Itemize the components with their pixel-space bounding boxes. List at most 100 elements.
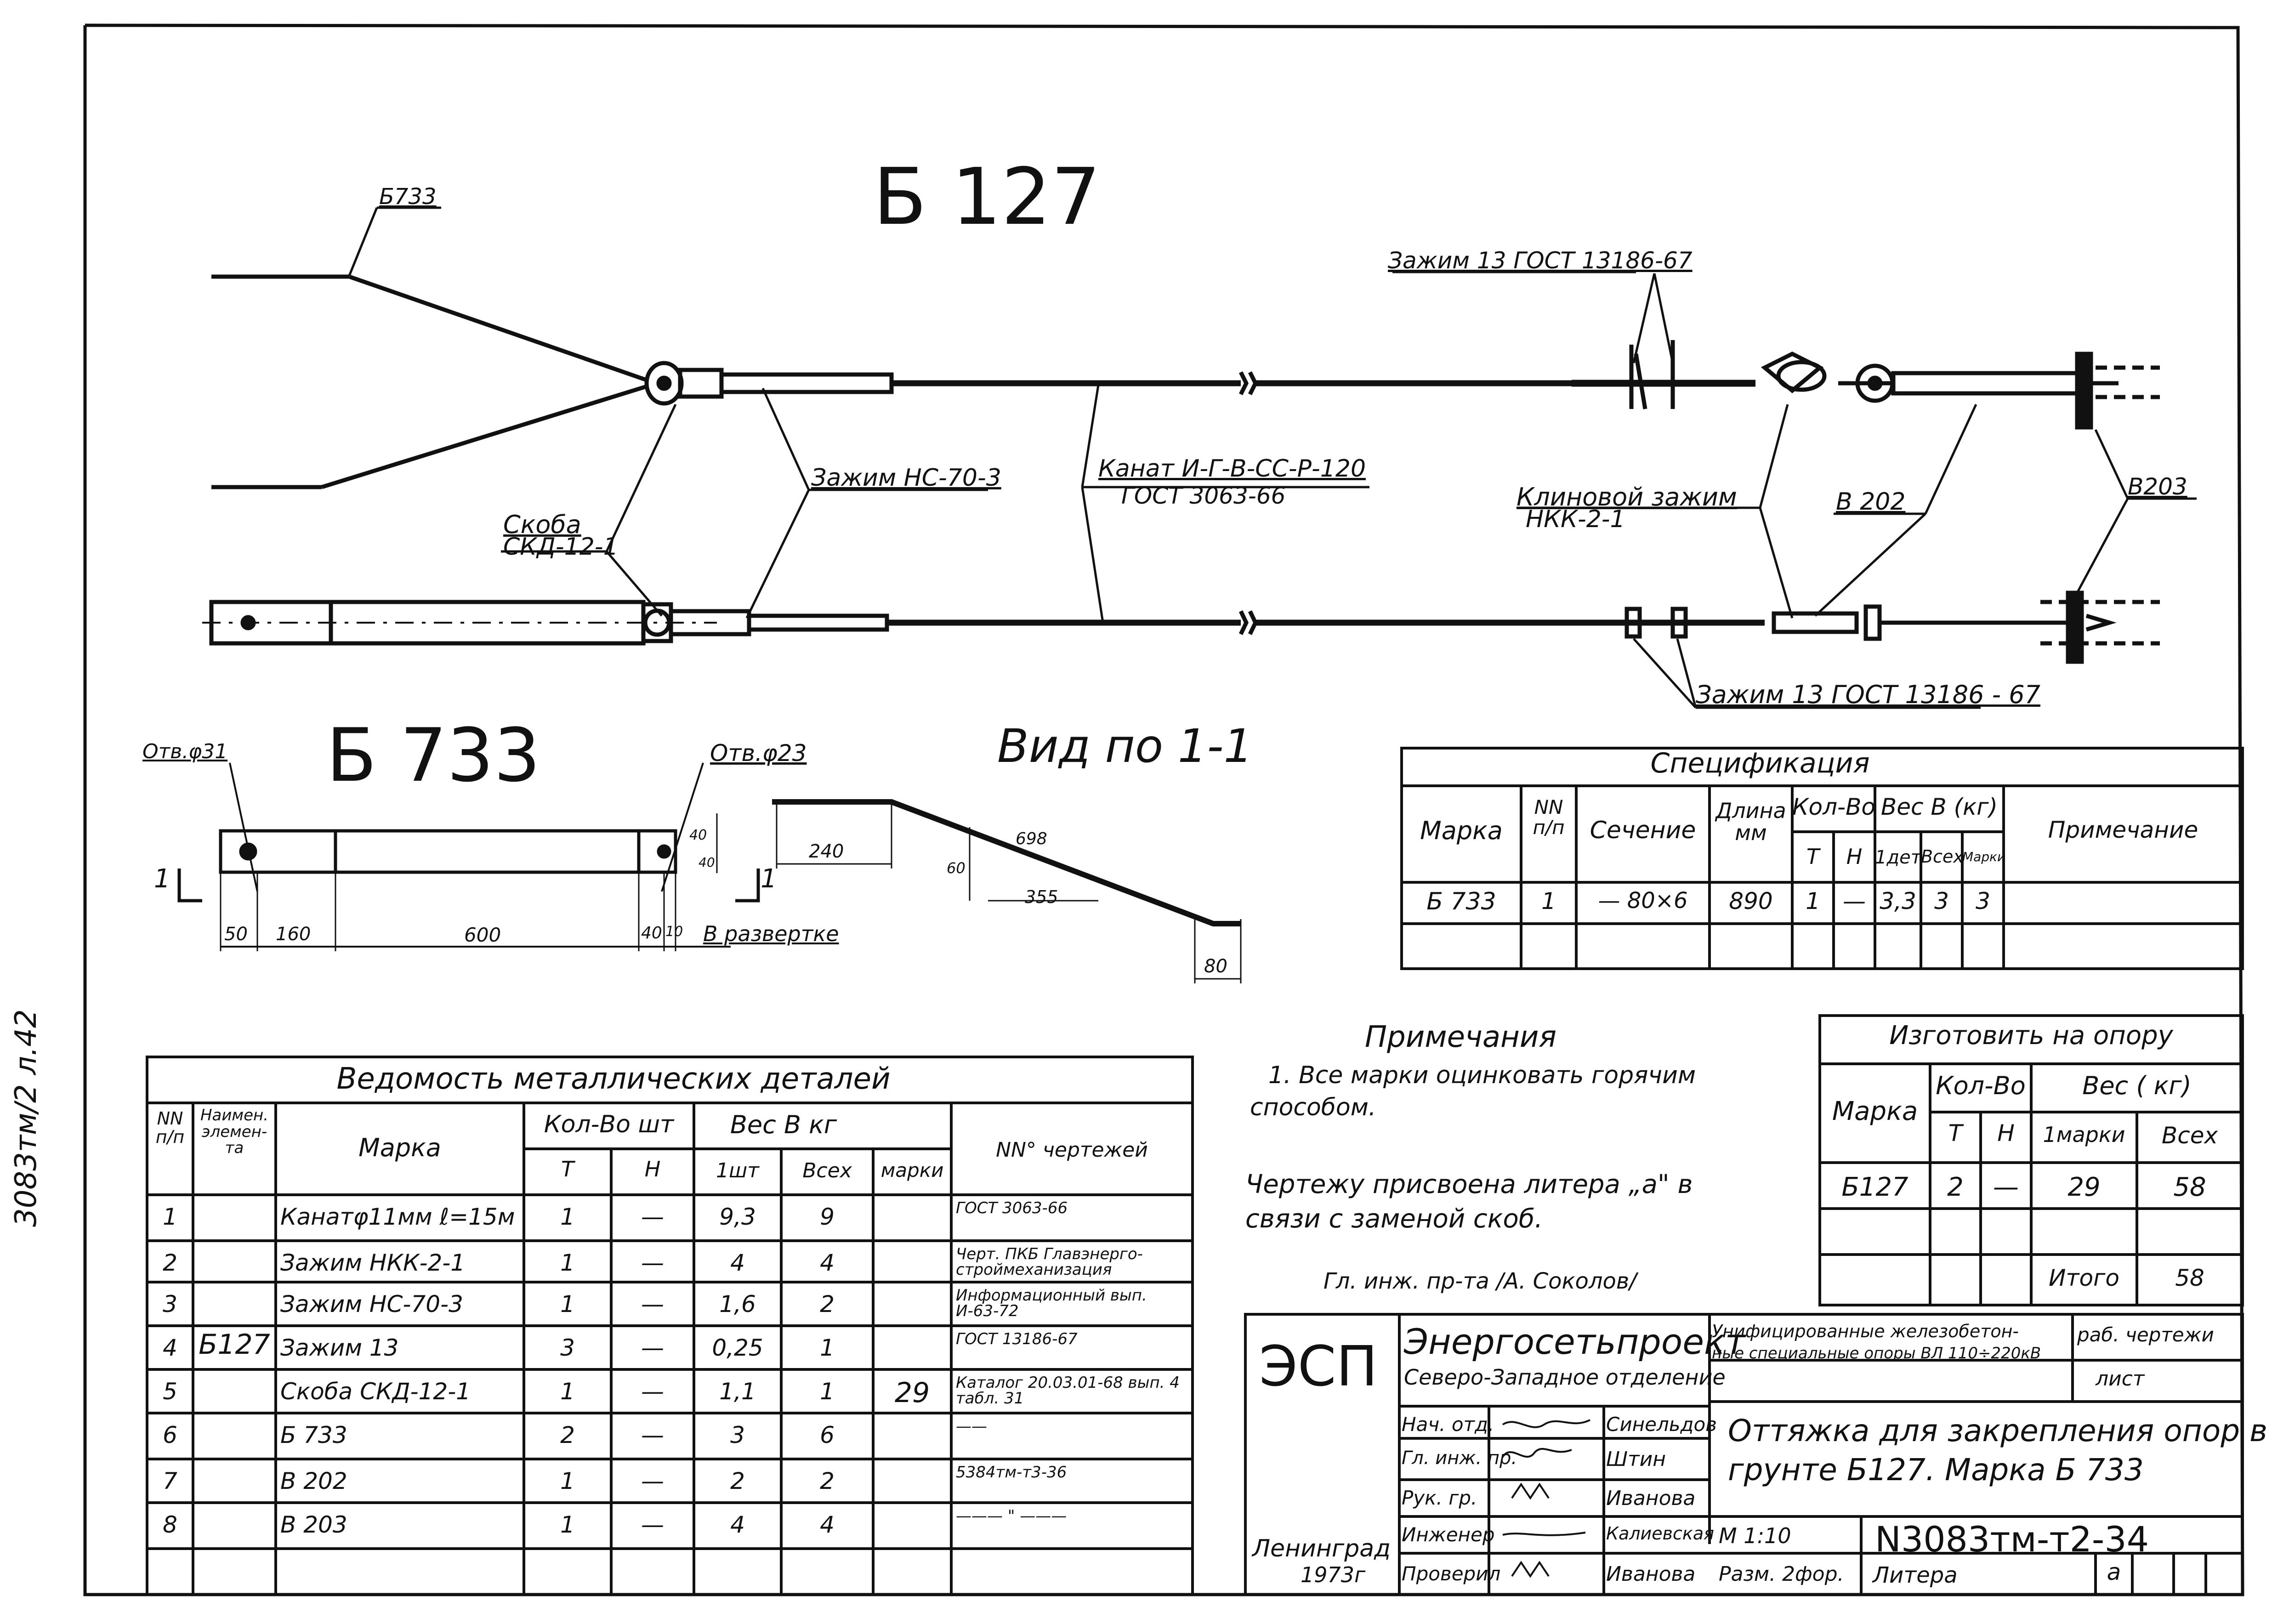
bom-cell-nn: 6 — [163, 1422, 177, 1448]
tb-signatures — [1502, 1419, 1590, 1578]
label-clamp-nc: Зажим НС-70-3 — [811, 464, 1001, 492]
bom-cell-drawing: ——— " ——— — [956, 1508, 1067, 1525]
make-total-value: 58 — [2175, 1265, 2204, 1291]
tb-org-branch: Северо-Западное отделение — [1404, 1365, 1726, 1390]
notes-line-2: способом. — [1250, 1094, 1376, 1121]
bom-cell-t: 1 — [560, 1468, 575, 1494]
spec-row-wall: 3 — [1934, 888, 1949, 914]
spec-h-marks: Марки — [1962, 849, 2006, 864]
bom-h-drawing: NN° чертежей — [996, 1138, 1148, 1162]
bom-h-1pc: 1шт — [716, 1159, 759, 1182]
spec-h-n: Н — [1846, 844, 1863, 869]
signature-mark-5 — [1511, 1561, 1550, 1578]
section-mark-right: 1 — [761, 864, 777, 894]
tb-title-1: Оттяжка для закрепления опор в — [1728, 1413, 2268, 1448]
title-view-1-1: Вид по 1-1 — [997, 719, 1253, 773]
notes-line-3: Чертежу присвоена литера „а" в — [1245, 1170, 1693, 1199]
bom-cell-n: — — [641, 1249, 664, 1276]
spec-row-nn: 1 — [1541, 888, 1556, 914]
bom-cell-drawing: —— — [956, 1419, 987, 1436]
bom-cell-w1: 3 — [730, 1422, 745, 1448]
bom-h-all: Всех — [802, 1159, 852, 1182]
bom-cell-t: 3 — [560, 1334, 575, 1361]
bom-cell-nn: 3 — [163, 1291, 177, 1317]
spec-h-note: Примечание — [2048, 817, 2198, 843]
assembly-side-view — [202, 591, 2160, 664]
bom-cell-w1: 0,25 — [712, 1334, 763, 1361]
bom-cell-mark: Зажим 13 — [280, 1334, 399, 1361]
make-h-t: Т — [1948, 1120, 1963, 1147]
bom-cell-mark: Зажим НС-70-3 — [280, 1291, 463, 1317]
spec-h-qty: Кол-Во — [1792, 794, 1875, 820]
signature-mark-2 — [1502, 1448, 1572, 1458]
dim-v40: 40 — [689, 827, 707, 843]
bom-cell-n: — — [641, 1511, 664, 1538]
bom-cell-t: 1 — [560, 1378, 575, 1405]
tb-drawing-no: N3083тм-т2-34 — [1875, 1519, 2149, 1560]
bom-h-nn: NN п/п — [155, 1108, 185, 1147]
dim-355: 355 — [1025, 887, 1058, 907]
bom-cell-t: 1 — [560, 1204, 575, 1230]
dim-v40b: 40 — [699, 855, 715, 870]
notes-title: Примечания — [1365, 1020, 1556, 1054]
bom-cell-nn: 7 — [163, 1468, 177, 1494]
bom-cell-wall: 9 — [820, 1204, 835, 1230]
label-bracket-1: Скоба — [503, 510, 581, 539]
bom-cell-w1: 2 — [730, 1468, 745, 1494]
tb-litera-value: а — [2107, 1559, 2121, 1585]
dim-80: 80 — [1204, 956, 1227, 977]
signature-mark-1 — [1502, 1419, 1590, 1428]
bom-title: Ведомость металлических деталей — [336, 1062, 891, 1096]
tb-size: Разм. 2фор. — [1719, 1562, 1844, 1586]
label-b202: В 202 — [1836, 488, 1906, 516]
bom-h-t: Т — [561, 1157, 574, 1181]
spec-h-t: Т — [1806, 844, 1820, 869]
bom-cell-mark: В 202 — [280, 1468, 347, 1494]
bom-cell-wall: 1 — [820, 1378, 835, 1405]
make-table-grid — [1818, 1014, 2244, 1306]
bom-cell-n: — — [641, 1334, 664, 1361]
bom-cell-w1: 4 — [730, 1511, 745, 1538]
bom-cell-wall: 2 — [820, 1291, 835, 1317]
bom-cell-wall: 6 — [820, 1422, 835, 1448]
spec-row-n: — — [1843, 888, 1866, 914]
spec-h-nn: NN п/п — [1533, 796, 1565, 839]
bom-cell-n: — — [641, 1378, 664, 1405]
bom-cell-mark: Зажим НКК-2-1 — [280, 1249, 466, 1276]
dim-unfolded: В развертке — [703, 921, 839, 946]
bom-h-elem: Наимен. элемен- та — [200, 1106, 269, 1158]
make-row-n: — — [1993, 1172, 2019, 1202]
label-bracket-2: СКД-12-1 — [503, 533, 619, 561]
bom-cell-wall: 1 — [820, 1334, 835, 1361]
make-row-mark: Б127 — [1841, 1172, 1908, 1202]
spec-h-section: Сечение — [1590, 817, 1696, 844]
dim-600: 600 — [464, 924, 501, 946]
tb-name-3: Иванова — [1606, 1487, 1696, 1510]
spec-title: Спецификация — [1650, 747, 1870, 779]
bom-cell-n: — — [641, 1204, 664, 1230]
tb-year: 1973г — [1301, 1562, 1366, 1587]
spec-h-1det: 1дет — [1875, 847, 1922, 868]
label-wedge-2: НКК-2-1 — [1526, 505, 1625, 533]
bom-cell-drawing: ГОСТ 13186-67 — [956, 1331, 1078, 1348]
bom-cell-n: — — [641, 1291, 664, 1317]
bom-cell-w1: 1,1 — [719, 1378, 756, 1405]
tb-org-name: Энергосетьпроект — [1404, 1321, 1746, 1362]
bom-cell-nn: 1 — [163, 1204, 177, 1230]
bom-cell-drawing: Информационный вып. И-63-72 — [956, 1288, 1147, 1320]
tb-name-2: Штин — [1606, 1448, 1666, 1471]
dim-698: 698 — [1016, 829, 1047, 848]
bom-cell-w1: 4 — [730, 1249, 745, 1276]
tb-role-4: Инженер — [1402, 1523, 1495, 1546]
notes-line-4: связи с заменой скоб. — [1245, 1204, 1543, 1234]
leader-lines — [348, 206, 2197, 709]
bom-cell-wall: 4 — [820, 1511, 835, 1538]
spec-h-weight: Вес В (кг) — [1880, 794, 1998, 820]
label-b733-ref: Б733 — [379, 184, 437, 210]
tb-role-1: Нач. отд. — [1402, 1413, 1494, 1436]
tb-name-4: Калиевская — [1606, 1523, 1715, 1544]
bom-h-n: Н — [644, 1157, 661, 1181]
make-h-n: Н — [1997, 1120, 2015, 1147]
signature-mark-4 — [1502, 1532, 1586, 1536]
